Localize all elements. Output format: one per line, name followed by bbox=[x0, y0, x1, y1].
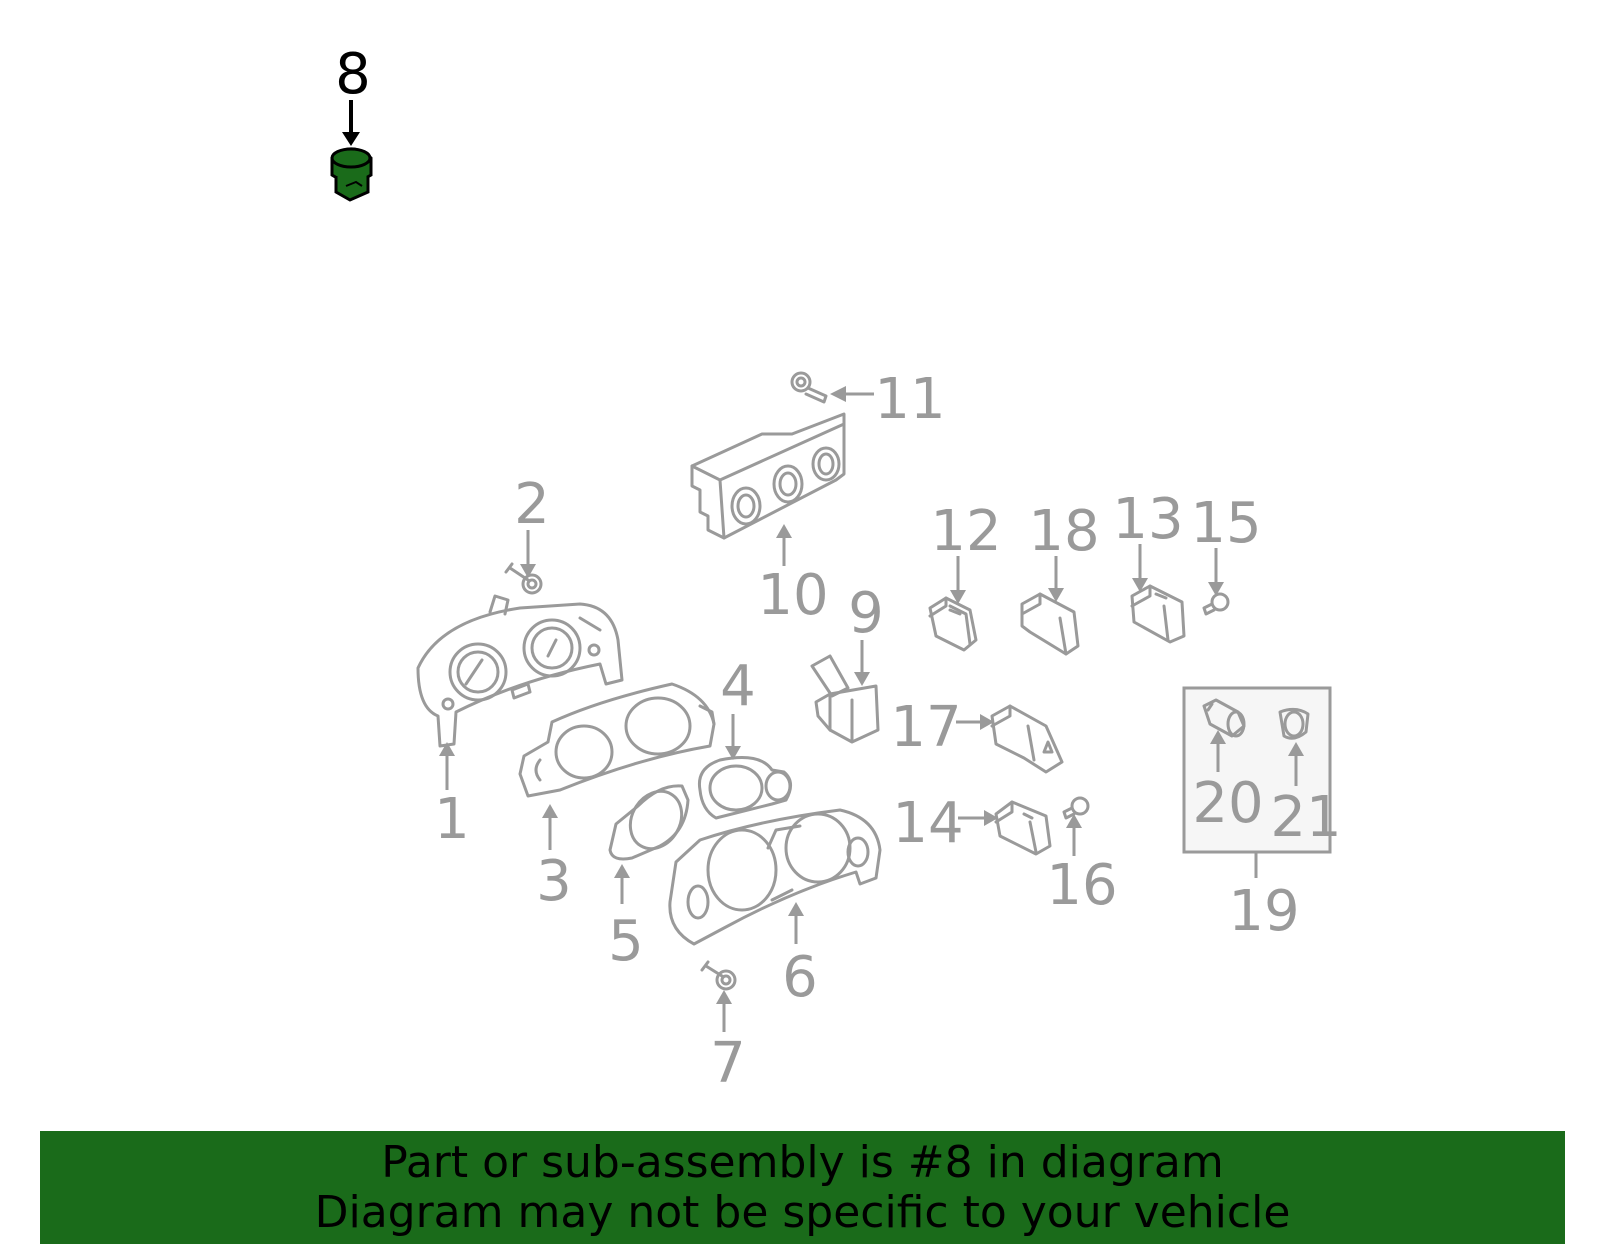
part-6-cluster-bezel bbox=[668, 808, 882, 946]
callout-13: 13 bbox=[1112, 487, 1183, 552]
leader-12 bbox=[950, 556, 966, 604]
callout-6: 6 bbox=[782, 945, 818, 1010]
callout-1: 1 bbox=[434, 787, 470, 852]
part-14-switch bbox=[994, 800, 1052, 856]
leader-13 bbox=[1132, 544, 1148, 592]
leader-10 bbox=[776, 524, 792, 566]
part-10-control-panel bbox=[690, 412, 846, 540]
leader-2 bbox=[520, 530, 536, 578]
part-12-switch bbox=[928, 596, 978, 652]
callout-18: 18 bbox=[1028, 499, 1099, 564]
leader-3 bbox=[542, 804, 558, 850]
callout-5: 5 bbox=[608, 909, 644, 974]
leader-16 bbox=[1066, 814, 1082, 856]
leader-1 bbox=[439, 742, 455, 790]
part-8-highlighted[interactable]: 8 bbox=[330, 42, 373, 202]
callout-14: 14 bbox=[892, 791, 963, 856]
callout-20: 20 bbox=[1192, 771, 1263, 836]
part-7-screw-icon bbox=[700, 960, 737, 991]
part-18-switch bbox=[1020, 592, 1080, 656]
leader-21 bbox=[1288, 742, 1304, 786]
callout-15: 15 bbox=[1190, 491, 1261, 556]
info-banner: Part or sub-assembly is #8 in diagram Di… bbox=[40, 1131, 1565, 1244]
leader-20 bbox=[1210, 730, 1226, 772]
part-11-bolt-icon bbox=[790, 371, 828, 404]
callout-11: 11 bbox=[874, 367, 945, 432]
part-20-socket-icon bbox=[1202, 698, 1246, 738]
part-15-bulb-icon bbox=[1202, 592, 1230, 616]
callout-7: 7 bbox=[710, 1031, 746, 1096]
callout-4: 4 bbox=[720, 654, 756, 719]
knob-icon bbox=[330, 147, 373, 202]
callout-17: 17 bbox=[890, 695, 961, 760]
leader-7 bbox=[716, 990, 732, 1032]
leader-14 bbox=[958, 810, 998, 826]
callout-12: 12 bbox=[930, 499, 1001, 564]
leader-18 bbox=[1048, 556, 1064, 602]
part-1-instrument-cluster bbox=[416, 594, 624, 748]
part-13-switch bbox=[1130, 584, 1186, 644]
callout-2: 2 bbox=[514, 472, 550, 537]
leader-15 bbox=[1208, 548, 1224, 596]
leader-9 bbox=[854, 640, 870, 686]
leader-17 bbox=[956, 714, 994, 730]
callout-3: 3 bbox=[536, 849, 572, 914]
callout-19: 19 bbox=[1228, 879, 1299, 944]
callout-8: 8 bbox=[335, 42, 371, 107]
banner-line-2: Diagram may not be specific to your vehi… bbox=[314, 1186, 1291, 1238]
arrowhead-8 bbox=[342, 132, 360, 146]
callout-10: 10 bbox=[757, 563, 828, 628]
part-5-gauge-face bbox=[608, 784, 690, 861]
part-4-lens bbox=[697, 756, 792, 820]
part-17-hazard-switch bbox=[990, 704, 1064, 774]
leader-6 bbox=[788, 902, 804, 944]
part-16-bulb-icon bbox=[1062, 796, 1090, 820]
callout-9: 9 bbox=[848, 581, 884, 646]
banner-line-1: Part or sub-assembly is #8 in diagram bbox=[381, 1136, 1224, 1188]
callout-16: 16 bbox=[1046, 853, 1117, 918]
part-9-switch bbox=[810, 654, 880, 744]
leader-5 bbox=[614, 864, 630, 904]
callout-21: 21 bbox=[1270, 785, 1341, 850]
leader-11 bbox=[830, 386, 874, 402]
leader-4 bbox=[725, 714, 741, 760]
part-3-cluster-housing bbox=[518, 682, 716, 798]
part-2-screw-icon bbox=[504, 562, 543, 595]
part-21-cap-icon bbox=[1278, 707, 1310, 740]
